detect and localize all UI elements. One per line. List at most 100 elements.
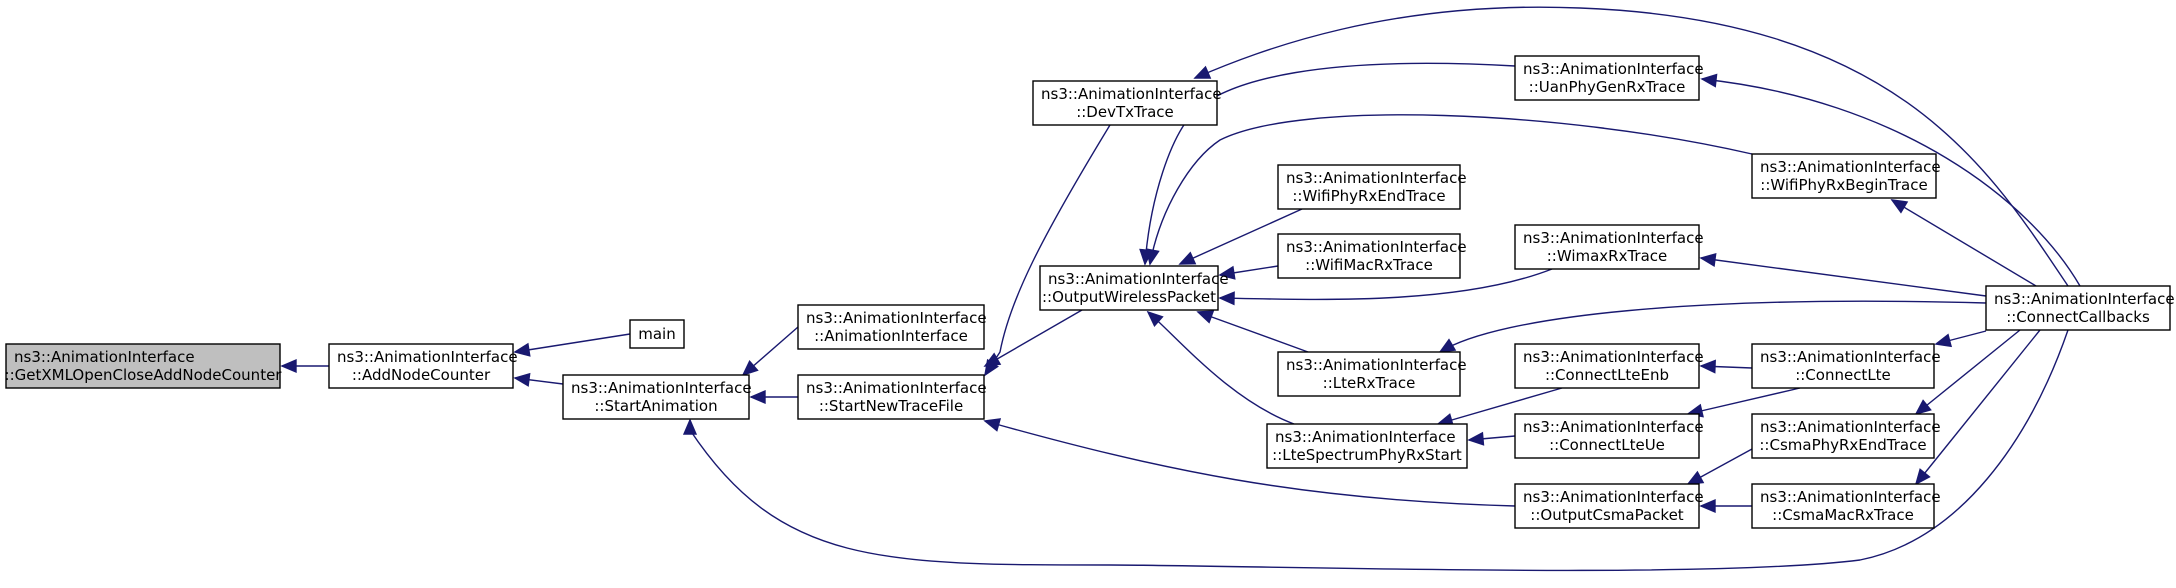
edge-n8-n3 [682,329,2069,572]
node-n1[interactable]: ns3::AnimationInterface::AddNodeCounter [328,343,518,389]
edge-n17-n18 [1686,387,1801,418]
node-n2[interactable]: main [629,319,685,349]
arrowhead [1145,248,1160,266]
arrowhead [983,418,1002,432]
node-n5[interactable]: ns3::AnimationInterface::StartNewTraceFi… [797,374,987,420]
node-box [562,374,750,420]
node-box [328,343,514,389]
edge-line [1439,300,1987,353]
edge-n8-n20 [1914,329,2021,416]
node-box [1277,164,1461,210]
edge-n12-n7 [1218,265,1279,280]
node-n16[interactable]: ns3::AnimationInterface::ConnectLteEnb [1514,343,1704,389]
node-n19[interactable]: ns3::AnimationInterface::OutputCsmaPacke… [1514,483,1704,529]
edge-line [1891,199,2037,287]
edge-n8-n17 [1934,330,1987,348]
edge-line [1147,311,1295,425]
arrowhead [1196,310,1215,324]
arrowhead [1890,199,1909,214]
node-n12[interactable]: ns3::AnimationInterface::WifiMacRxTrace [1277,233,1467,279]
node-label: ::AnimationInterface [814,327,968,345]
node-box [5,343,281,389]
node-label: main [638,325,675,343]
edge-n6-n5 [984,124,1111,377]
node-n4[interactable]: ns3::AnimationInterface::AnimationInterf… [797,304,987,350]
node-n18[interactable]: ns3::AnimationInterface::ConnectLteUe [1514,413,1704,459]
arrowhead [1700,73,1718,88]
edge-line [1700,257,1987,297]
node-n3[interactable]: ns3::AnimationInterface::StartAnimation [562,374,752,420]
arrowhead [1914,468,1931,486]
node-box [1751,413,1935,459]
arrowhead [1146,310,1164,328]
edge-n8-n6 [1193,6,2069,287]
node-n21[interactable]: ns3::AnimationInterface::CsmaMacRxTrace [1751,483,1941,529]
edge-n3-n1 [513,372,564,387]
node-label: ::AddNodeCounter [352,366,491,384]
edge-line [1437,387,1563,425]
node-n9[interactable]: ns3::AnimationInterface::UanPhyGenRxTrac… [1514,55,1704,101]
node-label: ::WifiPhyRxBeginTrace [1760,176,1927,194]
arrowhead [1467,431,1485,446]
node-box [1514,413,1700,459]
node-n0: ns3::AnimationInterface::GetXMLOpenClose… [5,343,282,389]
node-n11[interactable]: ns3::AnimationInterface::WifiPhyRxEndTra… [1277,164,1467,210]
edge-line [1915,329,2041,485]
node-label: ::LteSpectrumPhyRxStart [1272,446,1462,464]
edge-n2-n1 [513,333,631,357]
edge-n8-n13 [1699,252,1987,297]
node-label: ::StartAnimation [594,397,717,415]
node-label: ns3::AnimationInterface [1286,169,1467,187]
arrowhead [1178,251,1197,265]
arrowhead [513,372,531,387]
edge-n8-n10 [1890,199,2037,287]
node-label: ns3::AnimationInterface [1048,270,1229,288]
edge-line [1687,387,1801,415]
node-n15[interactable]: ns3::AnimationInterface::LteSpectrumPhyR… [1266,423,1468,469]
arrowhead [1934,333,1953,348]
node-n7[interactable]: ns3::AnimationInterface::OutputWirelessP… [1039,265,1229,311]
node-label: ::ConnectLteEnb [1545,366,1669,384]
node-label: ns3::AnimationInterface [1523,348,1704,366]
edge-n10-n7 [1145,114,1753,266]
node-box [1985,285,2171,331]
node-box [1032,80,1218,126]
edge-line [1915,329,2021,415]
node-n13[interactable]: ns3::AnimationInterface::WimaxRxTrace [1514,224,1704,270]
arrowhead [1699,359,1716,374]
arrowhead [682,418,698,435]
node-label: ::WimaxRxTrace [1547,247,1668,265]
nodes-layer: ns3::AnimationInterface::GetXMLOpenClose… [5,55,2175,529]
node-label: ::CsmaPhyRxEndTrace [1759,436,1926,454]
node-label: ::WifiPhyRxEndTrace [1292,187,1445,205]
node-box [1751,483,1935,529]
node-n6[interactable]: ns3::AnimationInterface::DevTxTrace [1032,80,1222,126]
node-n20[interactable]: ns3::AnimationInterface::CsmaPhyRxEndTra… [1751,413,1941,459]
edge-line [1219,268,1553,301]
node-label: ::CsmaMacRxTrace [1772,506,1914,524]
edges-layer [280,6,2081,572]
node-label: ::ConnectLte [1795,366,1891,384]
edge-line [1179,208,1303,265]
node-label: ns3::AnimationInterface [1041,85,1222,103]
node-label: ns3::AnimationInterface [1275,428,1456,446]
edge-n4-n3 [741,326,799,377]
edge-line [984,420,1516,507]
node-label: ns3::AnimationInterface [1994,290,2175,308]
edge-n19-n5 [983,418,1516,507]
node-label: ns3::AnimationInterface [806,309,987,327]
edge-n14-n7 [1196,310,1309,353]
node-n10[interactable]: ns3::AnimationInterface::WifiPhyRxBeginT… [1751,153,1941,199]
node-n17[interactable]: ns3::AnimationInterface::ConnectLte [1751,343,1941,389]
node-box [1514,224,1700,270]
node-box [797,304,985,350]
node-label: ns3::AnimationInterface [571,379,752,397]
node-box [629,319,685,349]
node-box [1277,351,1461,397]
node-n8[interactable]: ns3::AnimationInterface::ConnectCallback… [1985,285,2175,331]
node-label: ::ConnectLteUe [1549,436,1665,454]
node-n14[interactable]: ns3::AnimationInterface::LteRxTrace [1277,351,1467,397]
node-label: ns3::AnimationInterface [337,348,518,366]
node-label: ::OutputCsmaPacket [1530,506,1683,524]
